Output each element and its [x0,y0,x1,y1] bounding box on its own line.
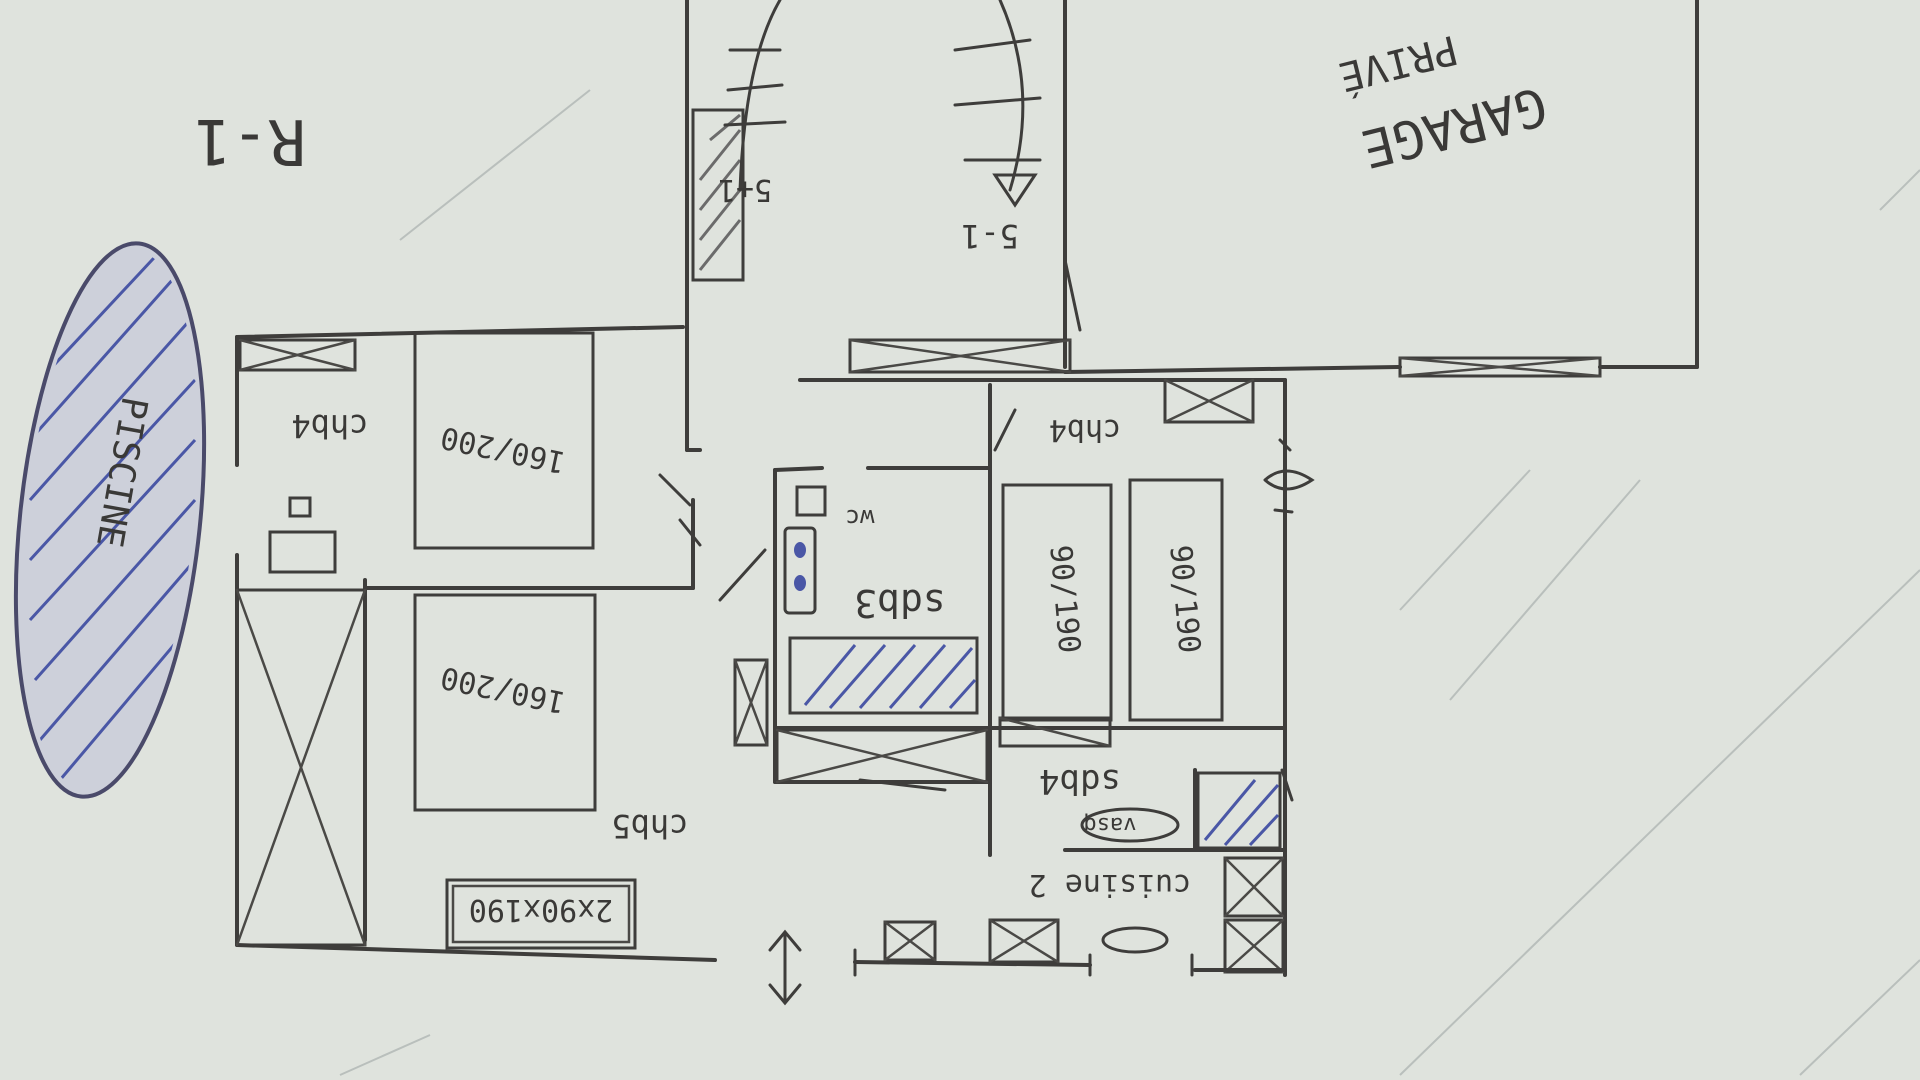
bed-160-mid-label: 160/200 [438,659,569,720]
sdb3-door [718,408,1017,602]
sdb4-basin [1080,807,1180,843]
bed-160-left-label: 160/200 [438,419,569,480]
sdb3-walls [773,383,1287,857]
garage-walls [1063,0,1699,374]
sdb4-walls [1063,768,1287,852]
bed-160-left [413,331,595,550]
sdb3-cabinet [733,658,769,747]
chb5-wardrobe [235,588,367,947]
sdb3-storage [775,728,989,792]
bunk-bed [445,878,637,950]
stair-up-label: 5-1 [961,217,1019,255]
chb4-left-label: chb4 [291,407,368,445]
chb4-right-label: chb4 [1049,412,1121,447]
kitchen-counter [853,918,1092,977]
chb4-left-door [658,473,702,547]
basin-label: vasq [1084,812,1137,837]
garage-door [1398,356,1602,378]
paper-creases [339,89,1920,1076]
pool [13,241,207,799]
kitchen-sink [1101,926,1169,954]
bunk-label: 2x90x190 [469,892,614,927]
corridor-marker [1263,438,1315,514]
bed-90-a [1001,483,1113,722]
chb4-right-door [998,716,1112,748]
sdb4-shower [1196,768,1294,850]
stair-block [685,0,1082,452]
sdb3-label: sdb3 [854,581,946,625]
bed-90-a-label: 90/190 [1042,544,1086,655]
chb5-label: chb5 [611,807,688,845]
bed-90-b-label: 90/190 [1162,544,1206,655]
bed-90-b [1128,478,1224,722]
stair-down-label: 5+1 [718,172,772,207]
chb4-left-closet [238,338,357,372]
entrance-arrow [768,929,802,1006]
kitchen-unit-lower [1223,918,1285,974]
level-label: R-1 [194,105,306,178]
chb4-right-closet [1163,378,1255,424]
wc-label: wc [846,504,875,532]
sdb3-bathtub [788,636,979,715]
desk [268,496,337,574]
garage-sub-label: PRIVÉ [1334,26,1462,102]
kitchen-label: cuisine 2 [1029,867,1192,902]
sdb4-label: sdb4 [1039,761,1121,801]
wc-fixture [783,485,827,615]
bed-160-mid [413,593,597,812]
kitchen-unit-upper [1223,856,1285,918]
